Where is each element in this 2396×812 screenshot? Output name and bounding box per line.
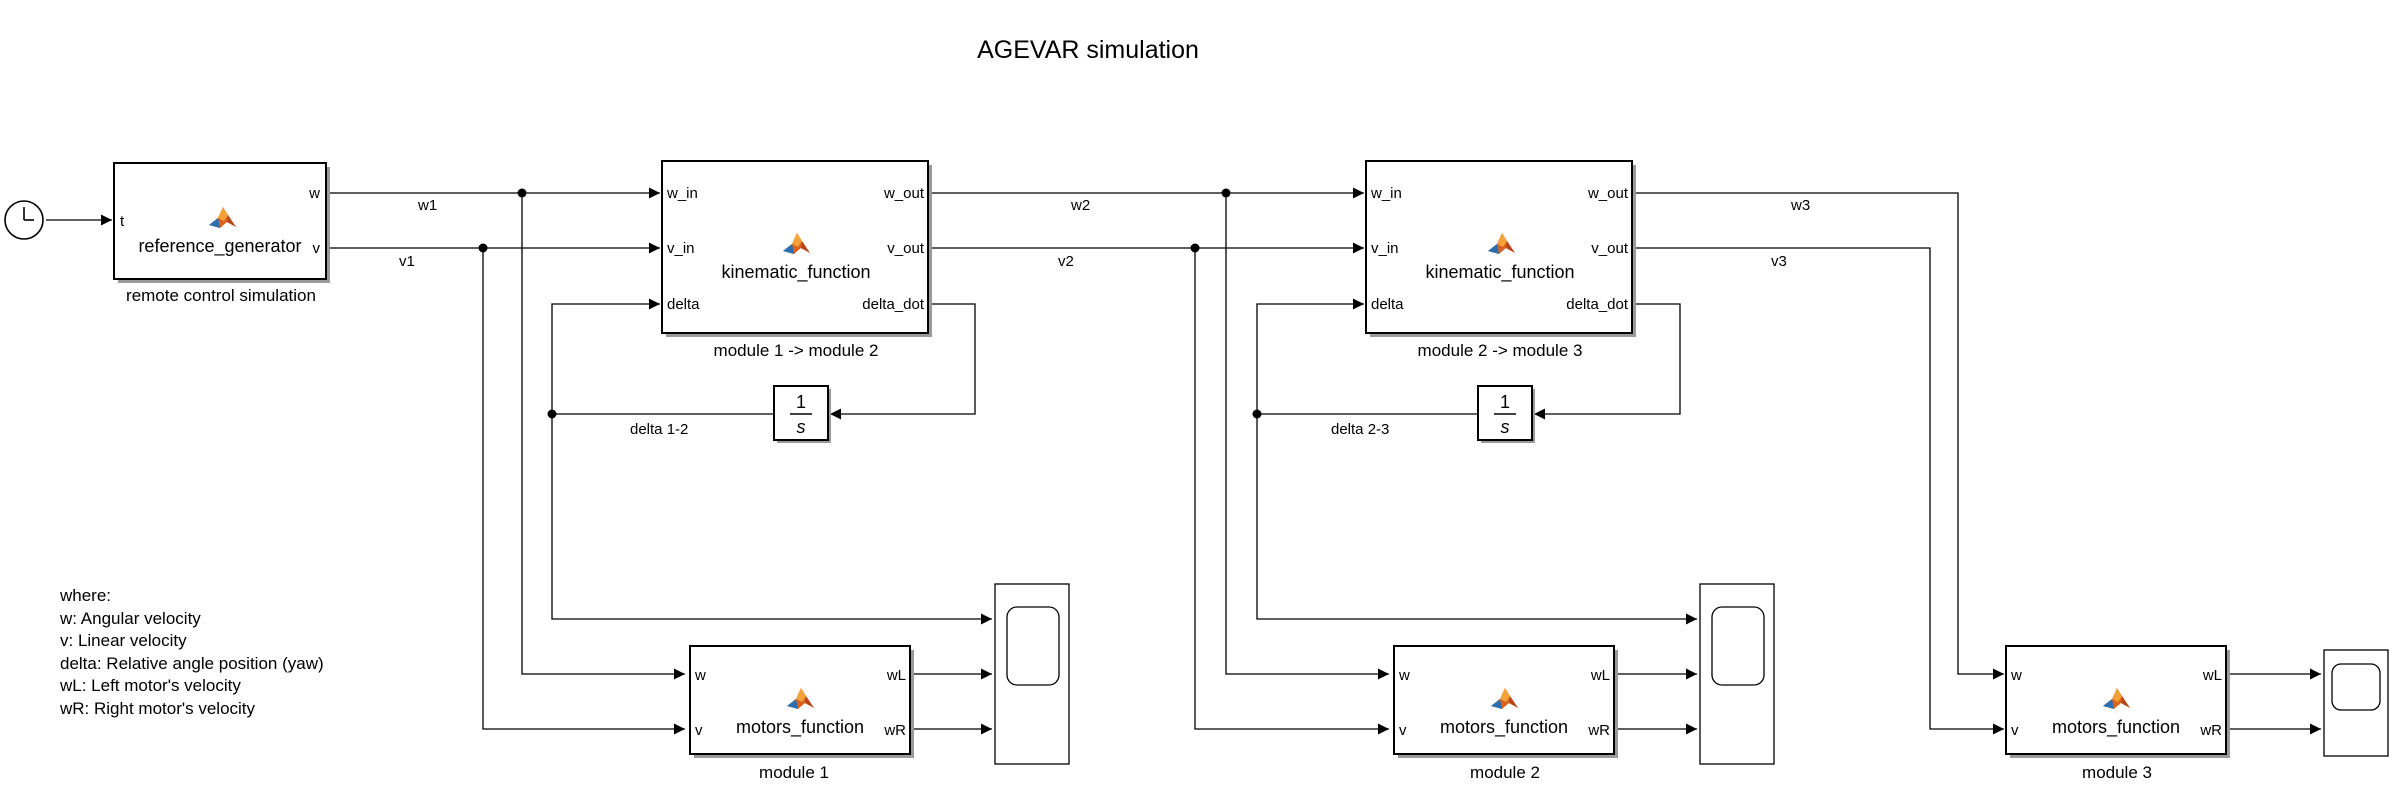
motors-block-1-caption: module 1 — [759, 763, 829, 782]
reference-port-v: v — [313, 240, 321, 257]
port-v-out: v_out — [887, 240, 925, 257]
port-w: w — [2010, 667, 2022, 684]
port-wL: wL — [1590, 667, 1610, 684]
kinematic-function-label: kinematic_function — [1425, 262, 1574, 283]
port-v: v — [2011, 722, 2019, 739]
motors-block-3-caption: module 3 — [2082, 763, 2152, 782]
scope-icon[interactable] — [2323, 649, 2389, 757]
port-wR: wR — [1587, 722, 1610, 739]
port-wL: wL — [2202, 667, 2222, 684]
kinematic-function-label: kinematic_function — [721, 262, 870, 283]
branch-point — [1221, 188, 1231, 198]
port-w-out: w_out — [1587, 185, 1629, 202]
signal-labels: w1 v1 w2 v2 w3 v3 delta 1-2 delta 2-3 — [399, 197, 1810, 438]
motors-block-2[interactable]: motors_function w v wL wR — [1393, 645, 1618, 758]
kinematic-block-2-caption: module 2 -> module 3 — [1418, 341, 1583, 360]
branch-point — [1252, 409, 1262, 419]
reference-block-caption: remote control simulation — [126, 286, 316, 305]
integrator-numerator: 1 — [796, 392, 806, 412]
motors-block-2-caption: module 2 — [1470, 763, 1540, 782]
port-delta: delta — [1371, 296, 1404, 313]
signal-label-v3: v3 — [1771, 253, 1787, 270]
legend-line: wL: Left motor's velocity — [59, 676, 241, 695]
reference-generator-block[interactable]: reference_generator t w v — [113, 162, 330, 283]
diagram-title: AGEVAR simulation — [977, 36, 1199, 64]
wires — [46, 187, 2321, 735]
port-wR: wR — [883, 722, 906, 739]
kinematic-block-1[interactable]: kinematic_function w_in v_in delta w_out… — [661, 160, 932, 337]
clock-icon[interactable] — [4, 200, 44, 240]
branch-point — [517, 188, 527, 198]
port-delta-dot: delta_dot — [862, 296, 925, 313]
legend-line: wR: Right motor's velocity — [59, 699, 256, 718]
branch-point — [1190, 243, 1200, 253]
branch-points — [478, 188, 1262, 419]
port-v: v — [695, 722, 703, 739]
signal-label-w3: w3 — [1790, 197, 1810, 214]
port-delta: delta — [667, 296, 700, 313]
legend-line: where: — [59, 586, 111, 605]
integrator-denominator: s — [797, 417, 806, 437]
port-wR: wR — [2199, 722, 2222, 739]
motors-block-1[interactable]: motors_function w v wL wR — [689, 645, 914, 758]
port-v-in: v_in — [667, 240, 695, 257]
legend-line: delta: Relative angle position (yaw) — [60, 654, 324, 673]
legend: where: w: Angular velocity v: Linear vel… — [59, 586, 324, 718]
reference-function-label: reference_generator — [138, 236, 301, 257]
integrator-denominator: s — [1501, 417, 1510, 437]
port-w: w — [1398, 667, 1410, 684]
reference-port-t: t — [120, 213, 125, 230]
legend-line: w: Angular velocity — [59, 609, 201, 628]
port-v-out: v_out — [1591, 240, 1629, 257]
integrator-block-2[interactable]: 1 s — [1477, 385, 1535, 443]
port-w-in: w_in — [1370, 185, 1402, 202]
kinematic-block-2[interactable]: kinematic_function w_in v_in delta w_out… — [1365, 160, 1636, 337]
port-w: w — [694, 667, 706, 684]
branch-point — [478, 243, 488, 253]
branch-point — [547, 409, 557, 419]
port-delta-dot: delta_dot — [1566, 296, 1629, 313]
signal-label-v1: v1 — [399, 253, 415, 270]
signal-label-w1: w1 — [417, 197, 437, 214]
signal-label-delta-1-2: delta 1-2 — [630, 421, 688, 438]
port-w-in: w_in — [666, 185, 698, 202]
scope-icon[interactable] — [994, 583, 1070, 765]
motors-function-label: motors_function — [1440, 717, 1568, 738]
port-w-out: w_out — [883, 185, 925, 202]
legend-line: v: Linear velocity — [60, 631, 187, 650]
signal-label-delta-2-3: delta 2-3 — [1331, 421, 1389, 438]
integrator-block-1[interactable]: 1 s — [773, 385, 831, 443]
motors-block-3[interactable]: motors_function w v wL wR — [2005, 645, 2230, 758]
motors-function-label: motors_function — [736, 717, 864, 738]
signal-label-v2: v2 — [1058, 253, 1074, 270]
kinematic-block-1-caption: module 1 -> module 2 — [714, 341, 879, 360]
reference-port-w: w — [308, 185, 320, 202]
port-wL: wL — [886, 667, 906, 684]
signal-label-w2: w2 — [1070, 197, 1090, 214]
port-v-in: v_in — [1371, 240, 1399, 257]
port-v: v — [1399, 722, 1407, 739]
motors-function-label: motors_function — [2052, 717, 2180, 738]
scope-icon[interactable] — [1699, 583, 1775, 765]
integrator-numerator: 1 — [1500, 392, 1510, 412]
